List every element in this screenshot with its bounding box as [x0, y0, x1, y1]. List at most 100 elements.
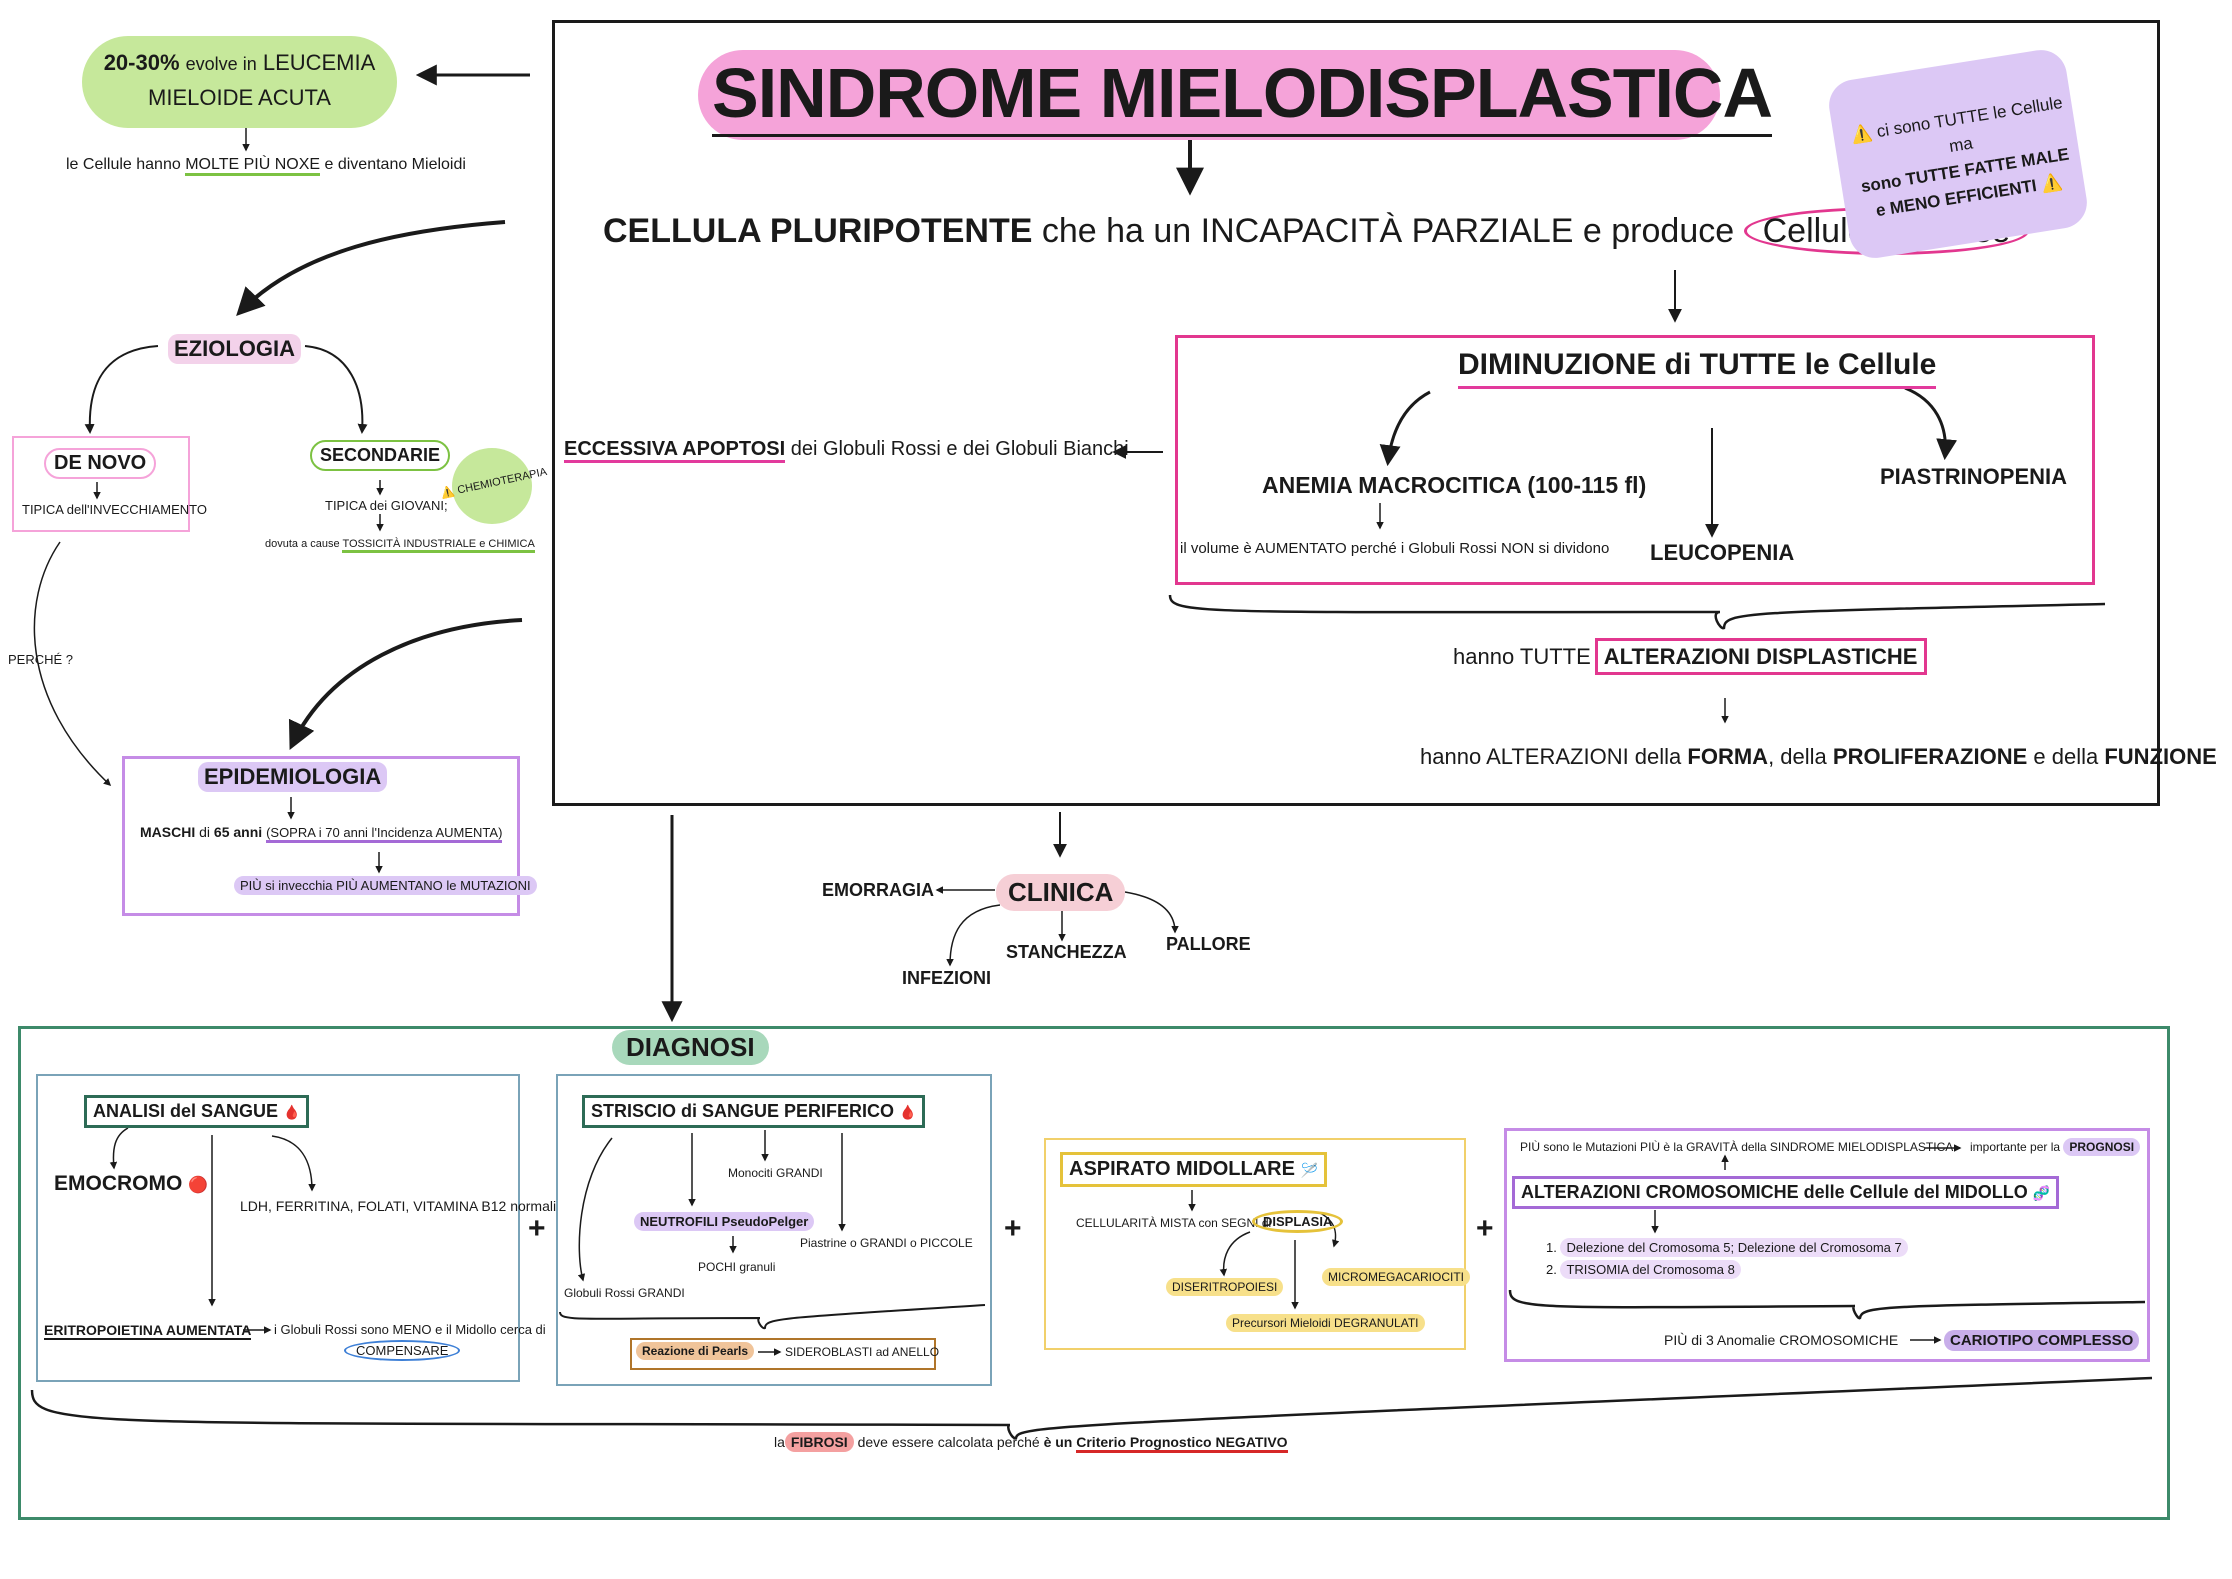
- cromo-top-b: importante per la: [1970, 1140, 2061, 1154]
- main-frame: [552, 20, 2160, 806]
- cromo-top-a: PIÙ sono le Mutazioni PIÙ è la GRAVITÀ d…: [1520, 1140, 1954, 1154]
- dna-icon: 🧬: [2032, 1185, 2051, 1201]
- cellula-b: che ha un INCAPACITÀ PARZIALE e produce: [1041, 212, 1735, 250]
- cromo-top-right: importante per la PROGNOSI: [1970, 1138, 2141, 1156]
- eziologia-title: EZIOLOGIA: [168, 334, 301, 364]
- cellularita-label: CELLULARITÀ MISTA con SEGNI di: [1076, 1216, 1272, 1230]
- blood-drop-icon: 🩸: [283, 1104, 301, 1120]
- epi-a: MASCHI: [140, 824, 196, 840]
- needle-icon: 🪡: [1300, 1162, 1318, 1178]
- forma-a: hanno ALTERAZIONI della: [1420, 744, 1682, 769]
- secondarie-label: SECONDARIE: [310, 440, 451, 471]
- aspirato-box: [1044, 1138, 1466, 1350]
- apoptosi-b: dei Globuli Rossi e dei Globuli Bianchi: [790, 438, 1129, 460]
- precursori-label: Precursori Mieloidi DEGRANULATI: [1226, 1314, 1425, 1332]
- apoptosi-line: ECCESSIVA APOPTOSI dei Globuli Rossi e d…: [564, 438, 1129, 463]
- diagnosi-title: DIAGNOSI: [612, 1030, 769, 1065]
- clinica-infezioni: INFEZIONI: [902, 968, 991, 988]
- leucemia-text: 20-30% evolve in LEUCEMIA MIELOIDE ACUTA: [82, 46, 397, 115]
- cromo-item-1-n: 1.: [1546, 1240, 1557, 1255]
- globuli-label: Globuli Rossi GRANDI: [564, 1286, 685, 1300]
- cariotipo-label: CARIOTIPO COMPLESSO: [1944, 1330, 2140, 1351]
- page-title: SINDROME MIELODISPLASTICA: [712, 52, 1773, 137]
- epidemiologia-title: EPIDEMIOLOGIA: [198, 762, 388, 792]
- fibrosi-b: FIBROSI: [784, 1432, 854, 1452]
- denovo-label: DE NOVO: [44, 448, 157, 479]
- ldh-label: LDH, FERRITINA, FOLATI, VITAMINA B12 nor…: [240, 1198, 557, 1214]
- sidero-label: SIDEROBLASTI ad ANELLO: [785, 1345, 940, 1359]
- fibrosi-c: deve essere calcolata perché: [857, 1434, 1040, 1450]
- forma-d: PROLIFERAZIONE: [1832, 744, 2028, 769]
- emocromo-label: EMOCROMO 🔴: [54, 1172, 208, 1196]
- cromo-title-label: ALTERAZIONI CROMOSOMICHE delle Cellule d…: [1521, 1182, 2028, 1202]
- sangue-box: [36, 1074, 520, 1382]
- prognosi-label: PROGNOSI: [2063, 1138, 2141, 1156]
- clinica-stanchezza: STANCHEZZA: [1006, 942, 1127, 962]
- displasia-label: DISPLASIA: [1252, 1210, 1344, 1233]
- cromo-item-1-text: Delezione del Cromosoma 5; Delezione del…: [1560, 1238, 1908, 1257]
- pochi-label: POCHI granuli: [698, 1260, 776, 1274]
- leucemia-sub-b: MOLTE PIÙ NOXE: [185, 156, 321, 176]
- alterazioni-forma: hanno ALTERAZIONI della FORMA, della PRO…: [1420, 744, 2217, 770]
- piastrinopenia-label: PIASTRINOPENIA: [1880, 464, 2068, 489]
- neutrofili-label: NEUTROFILI PseudoPelger: [634, 1212, 815, 1231]
- plus-1: +: [528, 1212, 546, 1245]
- leucemia-sub-c: e diventano Mieloidi: [324, 156, 466, 173]
- pearls-label: Reazione di Pearls: [636, 1342, 755, 1360]
- eritro-b: i Globuli Rossi sono MENO e il Midollo c…: [274, 1322, 546, 1337]
- fibrosi-d: è un: [1043, 1434, 1073, 1450]
- leucemia-sub-a: le Cellule hanno: [66, 156, 181, 173]
- clinica-title: CLINICA: [996, 874, 1126, 911]
- title-highlight: [698, 50, 1720, 140]
- epidemiologia-line: MASCHI di 65 anni (SOPRA i 70 anni l'Inc…: [140, 824, 503, 843]
- piastrine-label: Piastrine o GRANDI o PICCOLE: [800, 1236, 973, 1250]
- diagnosi-frame: [18, 1026, 2170, 1520]
- blood-drop-icon: 🩸: [899, 1104, 917, 1120]
- epi-c: 65 anni: [213, 824, 263, 840]
- anemia-note: il volume è AUMENTATO perché i Globuli R…: [1180, 540, 1610, 557]
- forma-c: , della: [1768, 744, 1827, 769]
- leucopenia-label: LEUCOPENIA: [1650, 540, 1795, 565]
- pearls-box: [630, 1338, 936, 1370]
- warning-icon: ⚠️: [1849, 123, 1874, 146]
- secondarie-cause-b: TOSSICITÀ INDUSTRIALE e CHIMICA: [342, 538, 535, 553]
- epidemiologia-box: [122, 756, 520, 916]
- globuli-text: Globuli Rossi GRANDI: [564, 1286, 685, 1300]
- fibrosi-e: Criterio Prognostico NEGATIVO: [1076, 1434, 1288, 1453]
- aspirato-title: ASPIRATO MIDOLLARE 🪡: [1060, 1152, 1327, 1187]
- sangue-title-label: ANALISI del SANGUE: [93, 1101, 279, 1121]
- cromo-item-2: 2. TRISOMIA del Cromosoma 8: [1546, 1260, 1741, 1279]
- sangue-title: ANALISI del SANGUE 🩸: [84, 1095, 310, 1128]
- diminuzione-box: [1175, 335, 2095, 585]
- leucemia-c: MIELOIDE ACUTA: [148, 85, 331, 110]
- clinica-emorragia: EMORRAGIA: [822, 880, 934, 900]
- anomalie-label: PIÙ di 3 Anomalie CROMOSOMICHE: [1664, 1332, 1899, 1348]
- cellula-line: CELLULA PLURIPOTENTE che ha un INCAPACIT…: [603, 207, 2030, 255]
- secondarie-cause-a: dovuta a cause: [265, 538, 340, 550]
- forma-f: FUNZIONE: [2104, 744, 2217, 769]
- leucemia-pct: 20-30%: [103, 50, 180, 75]
- eritro-line: ERITROPOIETINA AUMENTATA: [44, 1322, 252, 1340]
- red-dot-icon: 🔴: [188, 1177, 209, 1194]
- compensare-label: COMPENSARE: [344, 1340, 461, 1361]
- denovo-box: [12, 436, 190, 532]
- leucemia-b: LEUCEMIA: [262, 50, 376, 75]
- diminuzione-title: DIMINUZIONE di TUTTE le Cellule: [1458, 348, 1937, 389]
- cromo-item-1: 1. Delezione del Cromosoma 5; Delezione …: [1546, 1238, 1908, 1257]
- cromo-top: PIÙ sono le Mutazioni PIÙ è la GRAVITÀ d…: [1520, 1140, 1953, 1154]
- alterazioni-b: ALTERAZIONI DISPLASTICHE: [1594, 638, 1927, 675]
- emocromo-text: EMOCROMO: [54, 1172, 183, 1195]
- apoptosi-a: ECCESSIVA APOPTOSI: [564, 438, 786, 463]
- eritro-a: ERITROPOIETINA AUMENTATA: [44, 1322, 252, 1340]
- striscio-box: [556, 1074, 992, 1386]
- warning-icon: ⚠️: [2039, 171, 2064, 194]
- cromo-item-2-n: 2.: [1546, 1262, 1557, 1277]
- alterazioni-a: hanno TUTTE: [1453, 644, 1591, 669]
- fibrosi-a: la: [774, 1434, 785, 1450]
- striscio-title-label: STRISCIO di SANGUE PERIFERICO: [591, 1101, 895, 1121]
- leucemia-sub: le Cellule hanno MOLTE PIÙ NOXE e divent…: [66, 156, 466, 176]
- forma-b: FORMA: [1687, 744, 1769, 769]
- leucemia-a: evolve in: [185, 54, 257, 74]
